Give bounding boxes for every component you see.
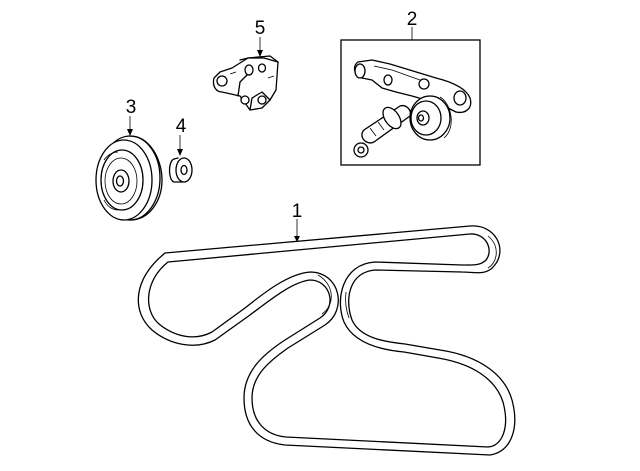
callout-3: 3 <box>126 97 137 118</box>
callout-5: 5 <box>255 18 266 39</box>
spacer-collar <box>168 157 193 183</box>
tensioner-detail-frame <box>340 39 481 166</box>
callout-leaders <box>127 27 413 242</box>
mounting-bracket <box>212 55 279 111</box>
callout-2: 2 <box>407 9 418 30</box>
callout-4: 4 <box>176 116 187 137</box>
callout-1: 1 <box>292 201 303 222</box>
idler-pulley <box>95 135 163 221</box>
serpentine-belt <box>137 225 516 456</box>
tensioner-assembly <box>340 39 481 166</box>
